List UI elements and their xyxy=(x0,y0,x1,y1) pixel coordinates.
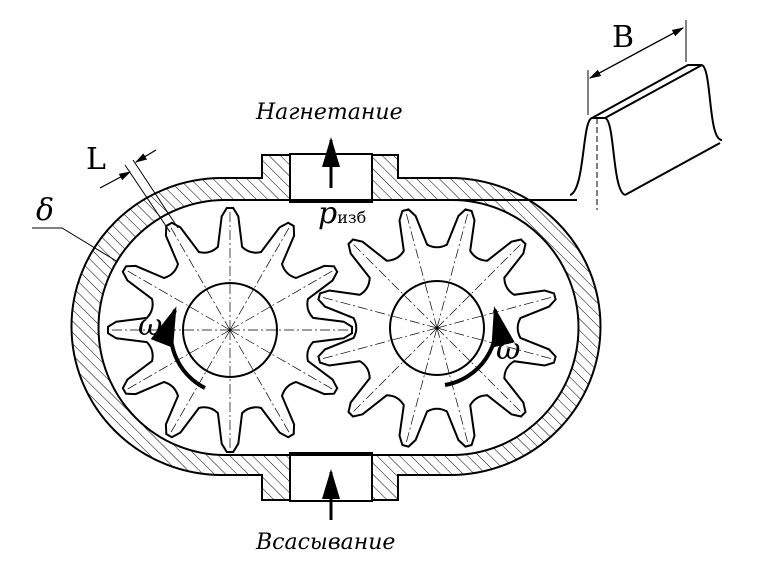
tooth-axis-line xyxy=(350,327,438,415)
pressure-subscript: изб xyxy=(337,208,367,227)
gear-hub xyxy=(389,280,485,376)
tooth-axis-line xyxy=(436,241,524,329)
clearance-label: δ xyxy=(36,193,55,228)
tooth-axis-line xyxy=(405,327,438,446)
tooth-axis-line xyxy=(405,210,438,329)
tooth-length-label: L xyxy=(86,142,106,177)
tooth-axis-line xyxy=(319,327,438,360)
rotation-arrow-left xyxy=(150,306,206,390)
tooth-axis-line xyxy=(436,210,469,329)
discharge-label: Нагнетание xyxy=(256,100,403,125)
tooth-axis-line xyxy=(436,327,524,415)
tooth-axis-line xyxy=(229,224,292,331)
tooth-axis-line xyxy=(124,268,231,331)
pressure-label: pизб xyxy=(318,196,366,231)
omega-left-label: ω xyxy=(138,308,163,343)
tooth-axis-line xyxy=(319,296,438,329)
tooth-axis-line xyxy=(168,224,231,331)
omega-right-label: ω xyxy=(496,332,521,367)
tooth-width-label: B xyxy=(612,20,635,55)
tooth-axis-line xyxy=(229,329,336,392)
suction-label: Всасывание xyxy=(256,530,396,555)
tooth-axis-line xyxy=(229,329,292,436)
tooth-axis-line xyxy=(436,327,469,446)
tooth-width-insert xyxy=(569,20,723,210)
pressure-symbol: p xyxy=(318,196,338,231)
rotation-arrow-right xyxy=(444,306,515,387)
tooth-axis-line xyxy=(229,268,336,331)
right-gear xyxy=(317,208,557,448)
tooth-axis-line xyxy=(350,241,438,329)
gear-hub xyxy=(182,282,278,378)
